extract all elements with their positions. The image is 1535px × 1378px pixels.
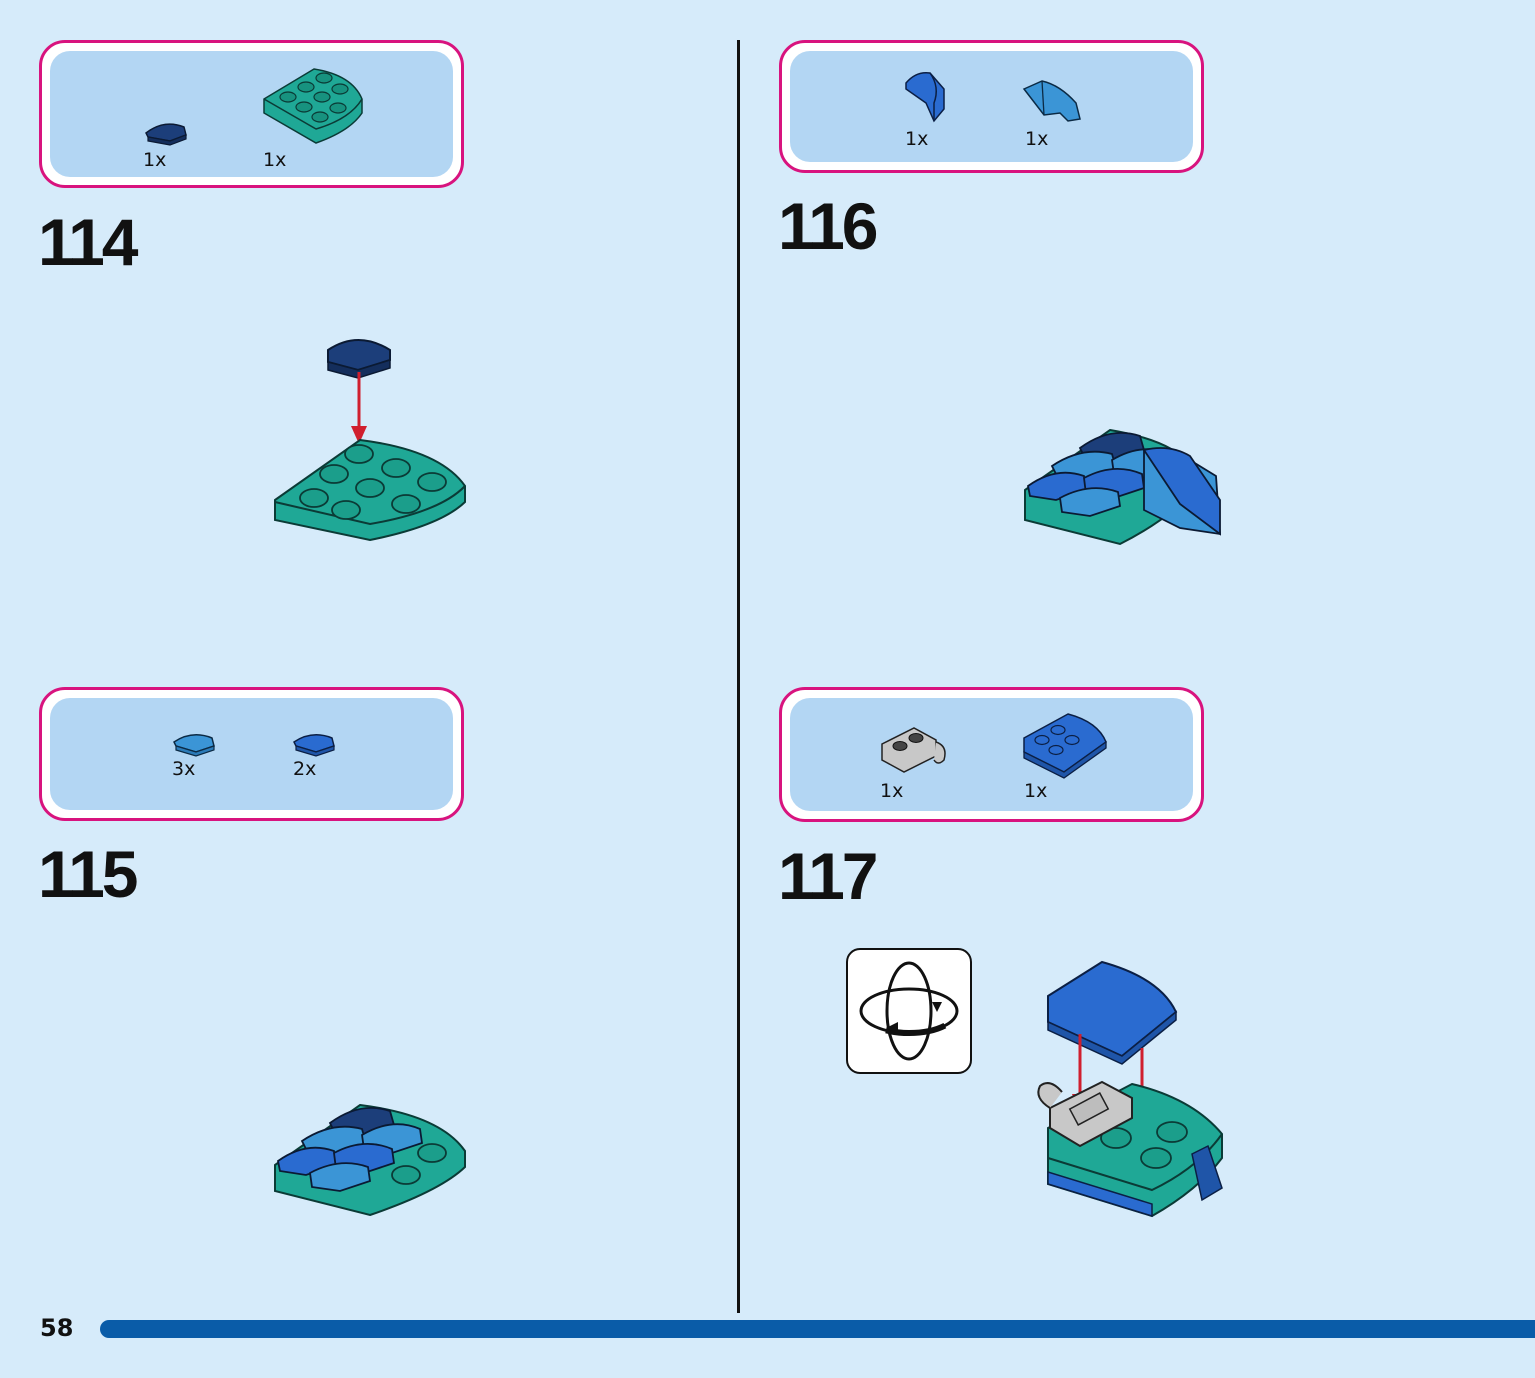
blue-curved-slope-plate-icon xyxy=(1023,713,1107,779)
page-progress-bar xyxy=(100,1320,1535,1338)
parts-callout-117: 1x 1x xyxy=(779,687,1204,822)
step-115-model xyxy=(274,1103,466,1217)
part-qty: 1x xyxy=(880,780,904,802)
dark-blue-round-tile-icon xyxy=(145,123,187,146)
part-qty: 3x xyxy=(172,758,196,780)
gray-clip-plate-icon xyxy=(881,727,946,773)
part-qty: 1x xyxy=(1025,128,1049,150)
blue-curved-slope-icon xyxy=(905,71,945,123)
step-number-115: 115 xyxy=(38,837,138,911)
page-number: 58 xyxy=(40,1314,74,1342)
medium-blue-round-tile-icon xyxy=(173,734,215,757)
part-qty: 1x xyxy=(143,149,167,171)
blue-round-tile-icon xyxy=(293,734,335,757)
step-number-117: 117 xyxy=(778,839,878,913)
step-117-model xyxy=(1037,960,1223,1218)
parts-callout-114: 1x 1x xyxy=(39,40,464,188)
parts-callout-116: 1x 1x xyxy=(779,40,1204,173)
medium-blue-wing-slope-icon xyxy=(1022,80,1081,122)
part-qty: 1x xyxy=(1024,780,1048,802)
step-number-114: 114 xyxy=(38,205,138,279)
step-116-model xyxy=(1024,428,1221,546)
rotate-model-icon xyxy=(858,961,960,1061)
part-qty: 2x xyxy=(293,758,317,780)
rotate-model-box xyxy=(846,948,972,1074)
parts-callout-115: 3x 2x xyxy=(39,687,464,821)
page-divider xyxy=(737,40,740,1313)
part-qty: 1x xyxy=(905,128,929,150)
step-114-model xyxy=(274,339,466,542)
step-number-116: 116 xyxy=(778,189,878,263)
part-qty: 1x xyxy=(263,149,287,171)
teal-round-plate-icon xyxy=(263,68,363,144)
